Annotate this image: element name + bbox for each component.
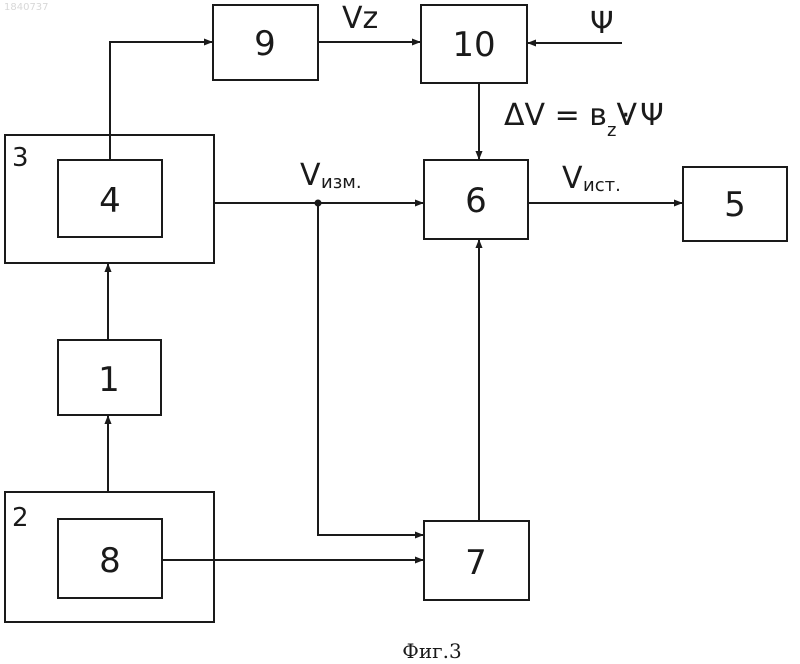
block-5-label: 5 [724, 185, 746, 225]
block-4: 4 [58, 160, 162, 237]
label-delta-v-sub: z [607, 120, 616, 141]
label-v-izm: V изм. [300, 158, 362, 193]
block-6: 6 [424, 160, 528, 239]
label-delta-v-main: ΔV = в V [504, 98, 637, 133]
label-v-ist-sub: ист. [583, 175, 621, 196]
block-1-label: 1 [98, 360, 120, 400]
block-3-label: 3 [12, 143, 29, 173]
block-9-label: 9 [254, 24, 276, 64]
label-psi: Ψ [590, 6, 614, 41]
block-5: 5 [683, 167, 787, 241]
label-vz: Vz [342, 1, 378, 36]
block-6-label: 6 [465, 181, 487, 221]
watermark-text: 1840737 [4, 2, 49, 13]
block-8-label: 8 [99, 541, 121, 581]
wire-4-to-9 [110, 42, 212, 160]
label-delta-v: ΔV = в V z · Ψ [504, 98, 664, 141]
label-v-ist: V ист. [562, 161, 621, 196]
wire-junction-to-7 [318, 203, 423, 535]
block-10-label: 10 [452, 25, 495, 65]
block-9: 9 [213, 5, 318, 80]
block-1: 1 [58, 340, 161, 415]
label-delta-v-tail: · Ψ [621, 98, 664, 133]
block-10: 10 [421, 5, 527, 83]
block-4-label: 4 [99, 181, 121, 221]
junction-dot [315, 200, 322, 207]
block-7-label: 7 [465, 543, 487, 583]
label-v-ist-main: V [562, 161, 583, 196]
figure-caption: Фиг.3 [402, 639, 462, 663]
label-v-izm-main: V [300, 158, 321, 193]
block-8: 8 [58, 519, 162, 598]
block-7: 7 [424, 521, 529, 600]
label-v-izm-sub: изм. [321, 172, 362, 193]
block-2-label: 2 [12, 503, 29, 533]
